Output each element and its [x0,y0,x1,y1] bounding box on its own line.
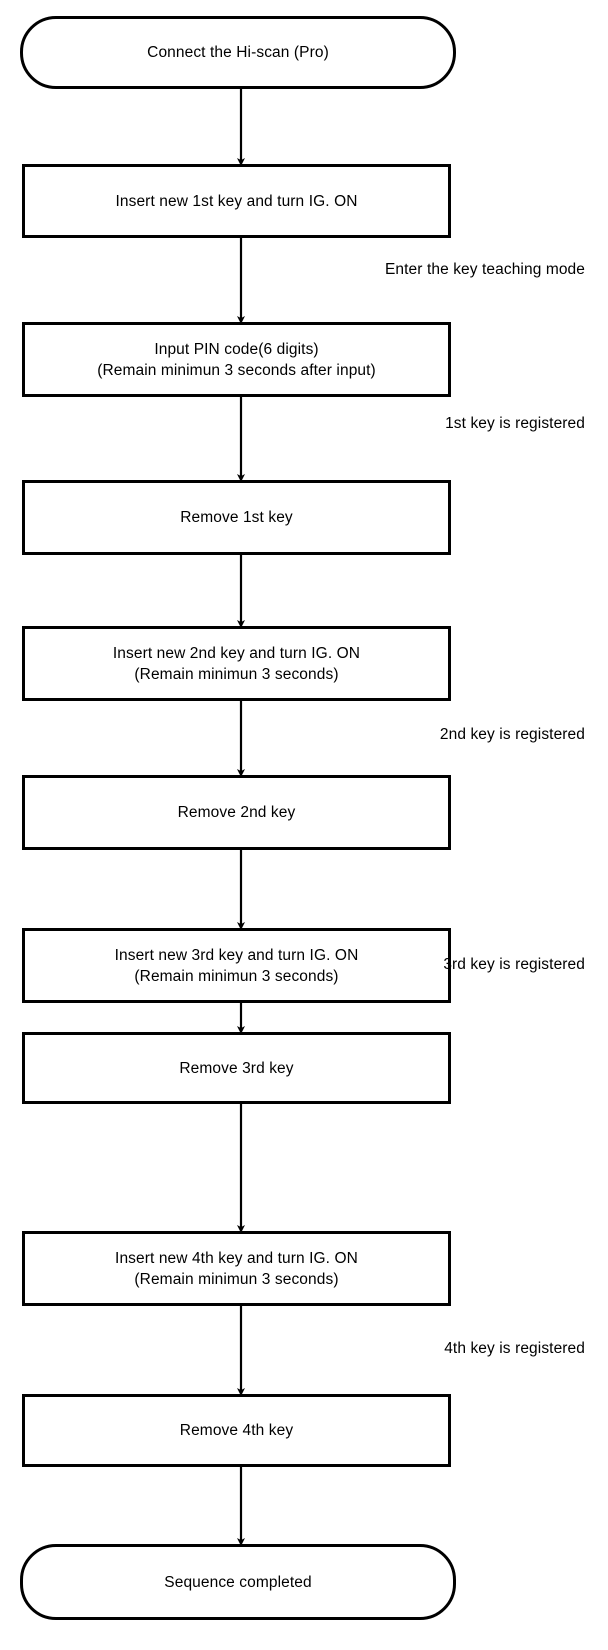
flow-edge-label: 4th key is registered [444,1340,585,1357]
flow-node-label: Insert new 4th key and turn IG. ON (Rema… [115,1249,358,1288]
flow-edge-label: Enter the key teaching mode [384,261,585,278]
flow-node-label: Insert new 3rd key and turn IG. ON (Rema… [114,946,359,985]
flow-process-node: Input PIN code(6 digits) (Remain minimun… [22,322,451,397]
flow-process-node: Insert new 3rd key and turn IG. ON (Rema… [22,928,451,1003]
flow-edge-label: 2nd key is registered [439,726,585,743]
flow-edge-label: 1st key is registered [445,415,585,432]
flow-node-label: Remove 4th key [179,1422,294,1439]
flow-node-label: Remove 2nd key [177,804,296,821]
flow-process-node: Insert new 4th key and turn IG. ON (Rema… [22,1231,451,1306]
flow-process-node: Remove 1st key [22,480,451,555]
flow-node-label: Insert new 2nd key and turn IG. ON (Rema… [112,644,361,683]
flow-node-label: Remove 1st key [180,509,293,526]
flow-process-node: Insert new 1st key and turn IG. ON [22,164,451,238]
flow-process-node: Remove 4th key [22,1394,451,1467]
flow-node-label: Remove 3rd key [179,1059,294,1077]
flow-process-node: Remove 3rd key [22,1032,451,1104]
flow-process-node: Insert new 2nd key and turn IG. ON (Rema… [22,626,451,701]
flow-node-label: Connect the Hi-scan (Pro) [147,44,329,61]
flow-edge-label: 3rd key is registered [443,956,585,973]
flow-node-label: Sequence completed [164,1573,312,1591]
flow-terminal-node: Sequence completed [20,1544,456,1620]
flow-terminal-node: Connect the Hi-scan (Pro) [20,16,456,89]
flow-node-label: Insert new 1st key and turn IG. ON [115,192,358,210]
flow-node-label: Input PIN code(6 digits) (Remain minimun… [97,340,376,379]
flow-process-node: Remove 2nd key [22,775,451,850]
